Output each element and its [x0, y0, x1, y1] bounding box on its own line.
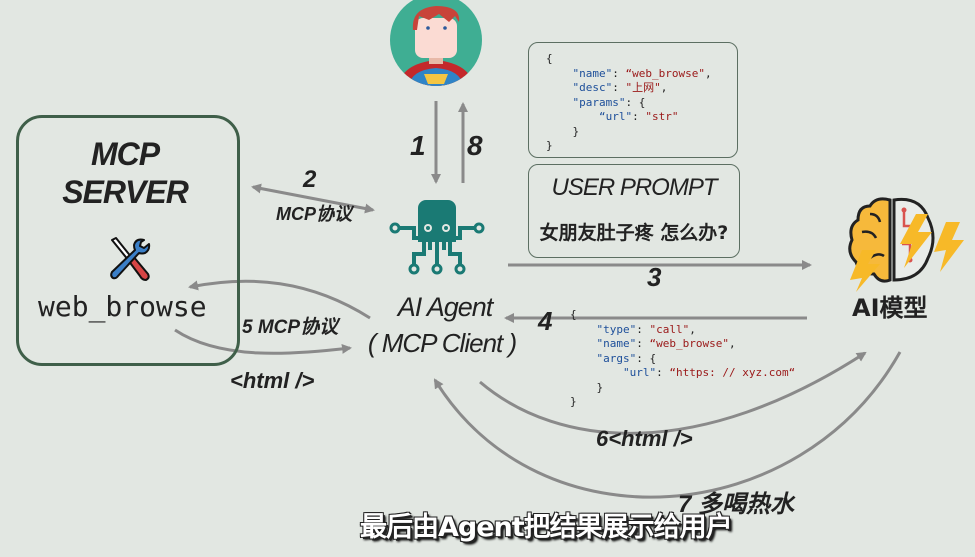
code-brace: { [546, 52, 553, 65]
code-brace: } [572, 124, 580, 138]
code-value: "call" [649, 322, 690, 336]
code-brace: } [570, 395, 577, 408]
code-value: "str" [645, 110, 679, 123]
code-key: "desc" [572, 81, 613, 94]
step-8-label: 8 [467, 130, 483, 161]
code-key: "type" [596, 322, 637, 336]
arrow-6-agent-to-model [479, 351, 867, 435]
code-value: “web_browse" [625, 66, 705, 80]
ai-model-brain-icon [848, 197, 964, 292]
code-value: “web_browse" [649, 337, 729, 350]
tool-name-web-browse: web_browse [38, 290, 207, 323]
tool-call-code: { "type": "call", "name": “web_browse", … [570, 308, 796, 408]
tools-icon [110, 237, 151, 281]
mcp-server-box [16, 115, 240, 366]
agent-title: AI Agent [397, 292, 494, 322]
code-brace: } [546, 139, 553, 152]
step-1-label: 1 [410, 130, 426, 161]
step-7-label: 7 多喝热水 [678, 491, 795, 518]
step-5-label: 5 MCP协议 [242, 317, 339, 338]
video-caption: 最后由Agent把结果展示给用户 [360, 512, 733, 543]
code-value: “https: // xyz.com“ [669, 366, 796, 379]
code-key: "url" [622, 366, 657, 379]
code-value: "上网" [625, 81, 661, 94]
server-title-line1: MCP [90, 136, 160, 172]
step-6-label: 6<html /> [596, 426, 693, 451]
code-key: "args" [596, 351, 637, 365]
user-prompt-title: USER PROMPT [551, 174, 717, 201]
step-4-label: 4 [538, 306, 553, 336]
ai-model-label: AI模型 [852, 294, 928, 322]
code-brace: { [649, 351, 657, 365]
agent-octopus-icon [389, 200, 485, 275]
code-key: "name" [596, 337, 637, 350]
code-brace: { [638, 95, 646, 109]
code-key: "params" [572, 95, 626, 109]
arrow-5-agent-to-server [188, 279, 371, 320]
tool-definition-box [528, 42, 738, 158]
mcp-server-title: MCP SERVER [0, 135, 250, 211]
code-key: “url" [598, 110, 633, 123]
arrow-2-mcp-protocol [251, 183, 375, 214]
arrow-7-model-to-agent [433, 351, 902, 499]
user-prompt-text: 女朋友肚子疼 怎么办? [539, 222, 729, 244]
tool-definition-code: { "name": “web_browse", "desc": "上网", "p… [546, 52, 712, 152]
html-return-label: <html /> [230, 368, 315, 393]
step-2-number: 2 [303, 166, 317, 193]
code-brace: { [570, 308, 577, 321]
arrow-html-server-to-agent [174, 328, 352, 355]
agent-subtitle: ( MCP Client ) [367, 328, 517, 358]
user-avatar-icon [390, 0, 482, 86]
step-3-label: 3 [647, 262, 662, 292]
user-prompt-box [528, 164, 740, 258]
code-brace: } [596, 380, 604, 394]
code-key: "name" [572, 66, 613, 80]
server-title-line2: SERVER [62, 174, 189, 210]
step-2-label: MCP协议 [276, 204, 352, 224]
